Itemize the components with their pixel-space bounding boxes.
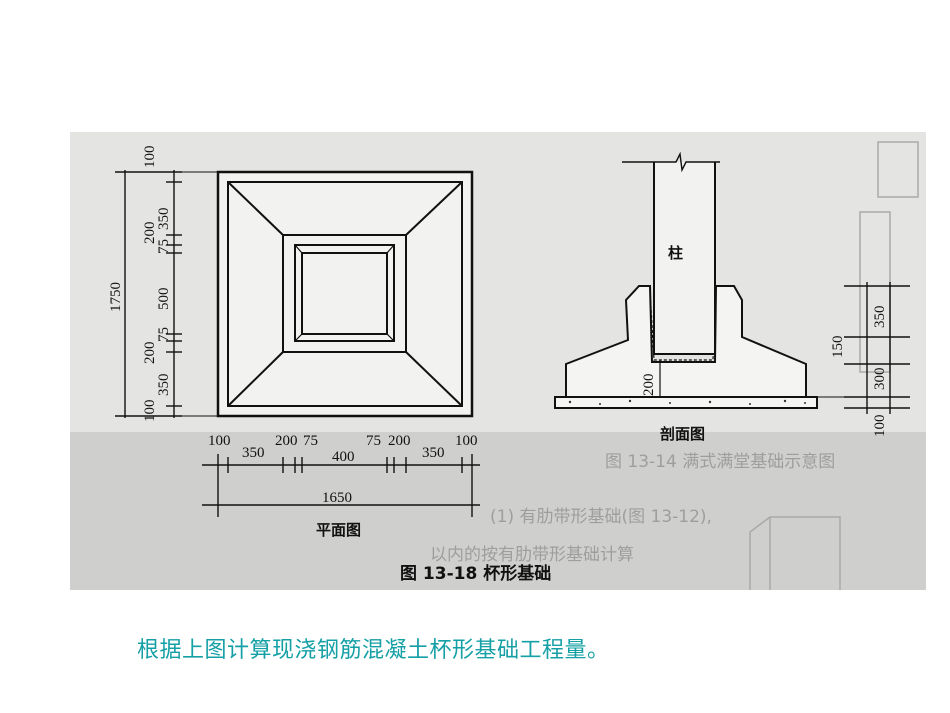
ghost-line-2: 以内的按有肋带形基础计算 [430, 545, 634, 565]
section-view [554, 151, 818, 409]
background-bleed-text: 图 13-14 满式满堂基础示意图 (1) 有肋带形基础(图 13-12), 以… [430, 452, 835, 565]
h-dim-3: 200 [275, 433, 298, 449]
h-dim-1: 100 [208, 433, 231, 449]
question-caption: 根据上图计算现浇钢筋混凝土杯形基础工程量。 [137, 638, 610, 663]
v-dim-6: 75 [156, 327, 172, 342]
plan-view-label: 平面图 [316, 521, 361, 539]
v-dim-4: 200 [142, 222, 158, 245]
right-dim-2: 300 [872, 368, 888, 391]
v-dim-7: 200 [142, 342, 158, 365]
v-dim-3: 75 [156, 239, 172, 254]
v-dim-9: 100 [142, 400, 158, 423]
h-dim-5: 400 [332, 449, 355, 465]
ghost-line-1: (1) 有肋带形基础(图 13-12), [490, 507, 712, 527]
plan-vertical-dim-labels: 100 350 75 200 500 75 200 350 100 1750 [108, 146, 172, 423]
plan-vertical-dims [115, 170, 218, 418]
bottom-gap-dim: 200 [641, 374, 657, 397]
slope-dim: 150 [830, 336, 846, 359]
v-dim-2: 350 [156, 208, 172, 231]
h-dim-2: 350 [242, 445, 265, 461]
h-dim-4: 75 [303, 433, 318, 449]
figure-drawing: 图 13-14 满式满堂基础示意图 (1) 有肋带形基础(图 13-12), 以… [70, 141, 926, 590]
total-height: 1750 [108, 282, 124, 312]
plan-horizontal-dim-labels: 100 350 200 75 400 75 200 350 100 1650 [208, 433, 478, 506]
scanned-figure: 图 13-14 满式满堂基础示意图 (1) 有肋带形基础(图 13-12), 以… [70, 132, 926, 590]
h-dim-8: 350 [422, 445, 445, 461]
right-dim-3: 100 [872, 415, 888, 438]
column-label: 柱 [668, 244, 683, 262]
bleed-through-band [70, 432, 926, 590]
v-dim-5: 500 [156, 288, 172, 311]
total-width: 1650 [322, 490, 352, 506]
figure-title: 图 13-18 杯形基础 [400, 563, 551, 584]
plan-view [216, 170, 474, 418]
h-dim-6: 75 [366, 433, 381, 449]
right-dim-1: 350 [872, 306, 888, 329]
ghost-fig-ref: 图 13-14 满式满堂基础示意图 [605, 452, 835, 472]
v-dim-8: 350 [156, 374, 172, 397]
section-view-label: 剖面图 [660, 425, 705, 443]
plan-horizontal-dims [202, 454, 480, 517]
h-dim-9: 100 [455, 433, 478, 449]
v-dim-1: 100 [142, 146, 158, 169]
h-dim-7: 200 [388, 433, 411, 449]
section-right-dims [817, 282, 910, 414]
